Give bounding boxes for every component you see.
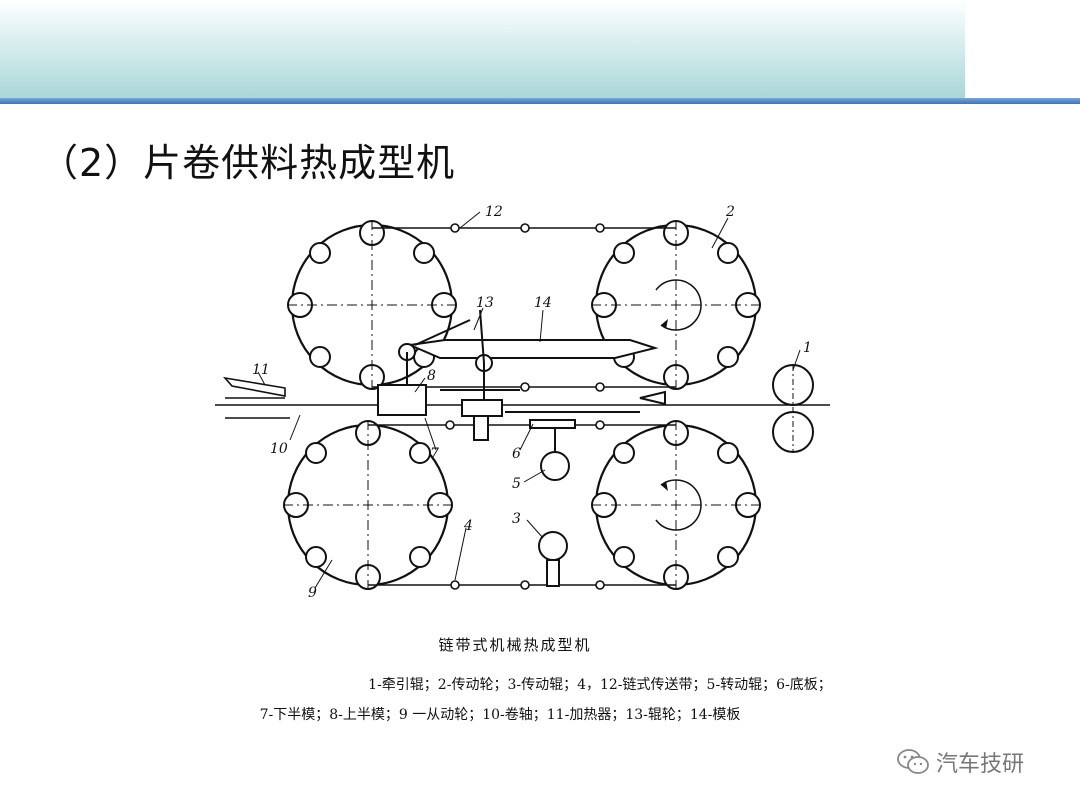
label-1: 1 — [803, 340, 812, 356]
label-7: 7 — [430, 446, 439, 462]
label-6: 6 — [512, 446, 521, 462]
label-14: 14 — [534, 295, 552, 311]
top-right-wheel — [591, 220, 761, 390]
label-4: 4 — [463, 518, 473, 534]
bottom-left-wheel — [283, 420, 453, 590]
header-band — [0, 0, 965, 98]
slide-title: （2）片卷供料热成型机 — [40, 141, 456, 185]
header-corner — [965, 0, 1080, 98]
label-5: 5 — [512, 476, 521, 492]
label-11: 11 — [252, 362, 270, 378]
label-12: 12 — [485, 204, 503, 220]
diagram-caption: 链带式机械热成型机 — [438, 636, 592, 654]
bottom-right-wheel — [591, 420, 761, 590]
watermark: 汽车技研 — [896, 746, 1024, 778]
legend-line-1: 1-牵引辊；2-传动轮；3-传动辊；4，12-链式传送带；5-转动辊；6-底板； — [368, 677, 832, 693]
watermark-text: 汽车技研 — [936, 752, 1025, 777]
label-8: 8 — [427, 368, 436, 384]
label-10: 10 — [270, 441, 288, 457]
label-9: 9 — [308, 585, 317, 601]
legend-line-2: 7-下半模；8-上半模；9 一从动轮；10-卷轴；11-加热器；13-辊轮；14… — [259, 707, 741, 723]
lower-chain-belt — [368, 420, 676, 590]
wechat-icon — [897, 749, 929, 774]
mould-area — [377, 384, 666, 587]
sheet-film — [215, 376, 830, 419]
traction-rollers — [772, 364, 814, 453]
label-3: 3 — [512, 511, 521, 527]
leader-lines — [257, 211, 801, 589]
label-13: 13 — [476, 295, 494, 311]
thermoforming-machine-diagram: 12 2 1 13 14 11 8 10 7 6 5 3 4 9 — [215, 204, 830, 601]
header-rule — [0, 98, 1080, 104]
label-2: 2 — [725, 204, 735, 220]
top-left-wheel — [287, 220, 457, 390]
